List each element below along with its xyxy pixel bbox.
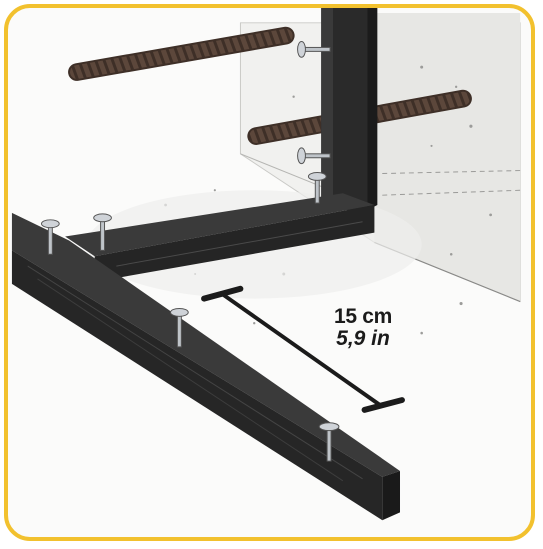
nail-icon <box>307 172 327 204</box>
nail-icon <box>93 213 112 251</box>
measurement-line <box>201 285 405 413</box>
rebar-upper <box>68 26 295 81</box>
nail-icon <box>170 307 189 348</box>
nails <box>40 41 340 462</box>
illustration-frame: 15 cm 5,9 in <box>4 4 535 541</box>
nail-icon <box>297 147 331 165</box>
nail-icon <box>297 41 331 58</box>
front-form-board <box>11 212 401 521</box>
nail-icon <box>318 422 340 462</box>
vertical-form-board <box>321 8 378 210</box>
formwork-illustration <box>11 8 521 521</box>
nail-icon <box>40 219 60 255</box>
back-form-board <box>65 193 375 282</box>
